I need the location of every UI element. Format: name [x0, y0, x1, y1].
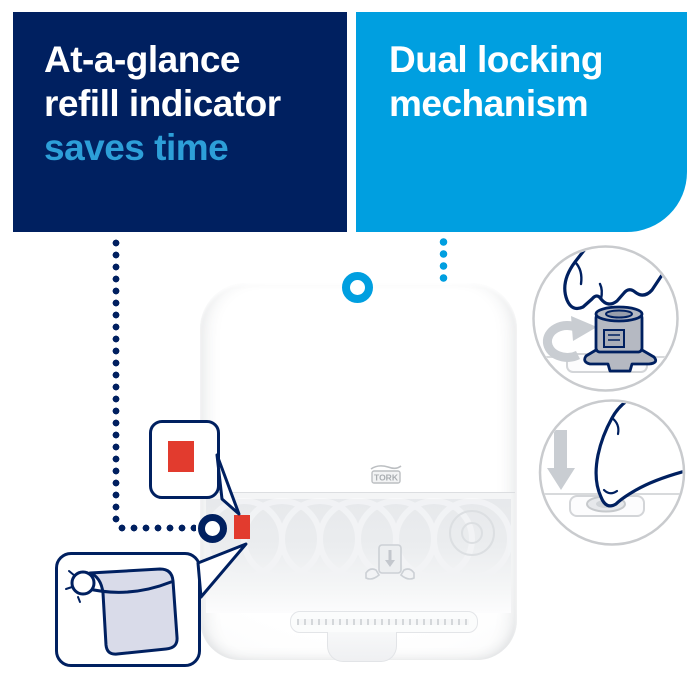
refill-indicator-icon [168, 441, 194, 472]
towel-feed-tab [327, 632, 397, 662]
dispensing-slot [290, 611, 478, 633]
paper-roll-bubble [55, 552, 201, 667]
locking-callout-box: Dual locking mechanism [356, 12, 687, 232]
tork-logo-text: TORK [374, 473, 399, 483]
roll-ribs-graphic [203, 493, 513, 580]
lock-point-ring-icon [342, 272, 373, 303]
turn-key-inset [532, 245, 679, 392]
cover-seam [202, 492, 515, 493]
indicator-point-ring-icon [198, 514, 227, 543]
tork-logo: TORK [370, 465, 402, 484]
refill-window [203, 493, 513, 613]
press-button-inset [538, 399, 686, 546]
navy-dotted-line-horizontal [116, 524, 196, 532]
locking-callout-line1: Dual locking [389, 39, 603, 80]
rotate-arrow-icon [542, 320, 581, 362]
refill-callout-line2: refill indicator [44, 83, 281, 124]
press-down-arrow-icon [547, 430, 575, 490]
refill-indicator-chip [234, 515, 250, 539]
lock-key-icon [583, 305, 658, 373]
paper-roll-icon [65, 567, 179, 656]
refill-callout-box: At-a-glance refill indicator saves time [13, 12, 347, 232]
tear-serration [297, 619, 469, 625]
locking-callout-line2: mechanism [389, 83, 589, 124]
cyan-dotted-line-vertical [439, 236, 448, 286]
navy-dotted-line-vertical [112, 237, 120, 527]
hands-towel-icon [365, 544, 415, 580]
refill-callout-line1: At-a-glance [44, 39, 240, 80]
refill-callout-line3: saves time [44, 127, 229, 168]
indicator-swatch-bubble [149, 420, 220, 499]
indicator-bubble-tail [215, 453, 241, 516]
paper-roll-bubble-tail [196, 542, 248, 599]
rotate-arrow-head [571, 316, 597, 341]
